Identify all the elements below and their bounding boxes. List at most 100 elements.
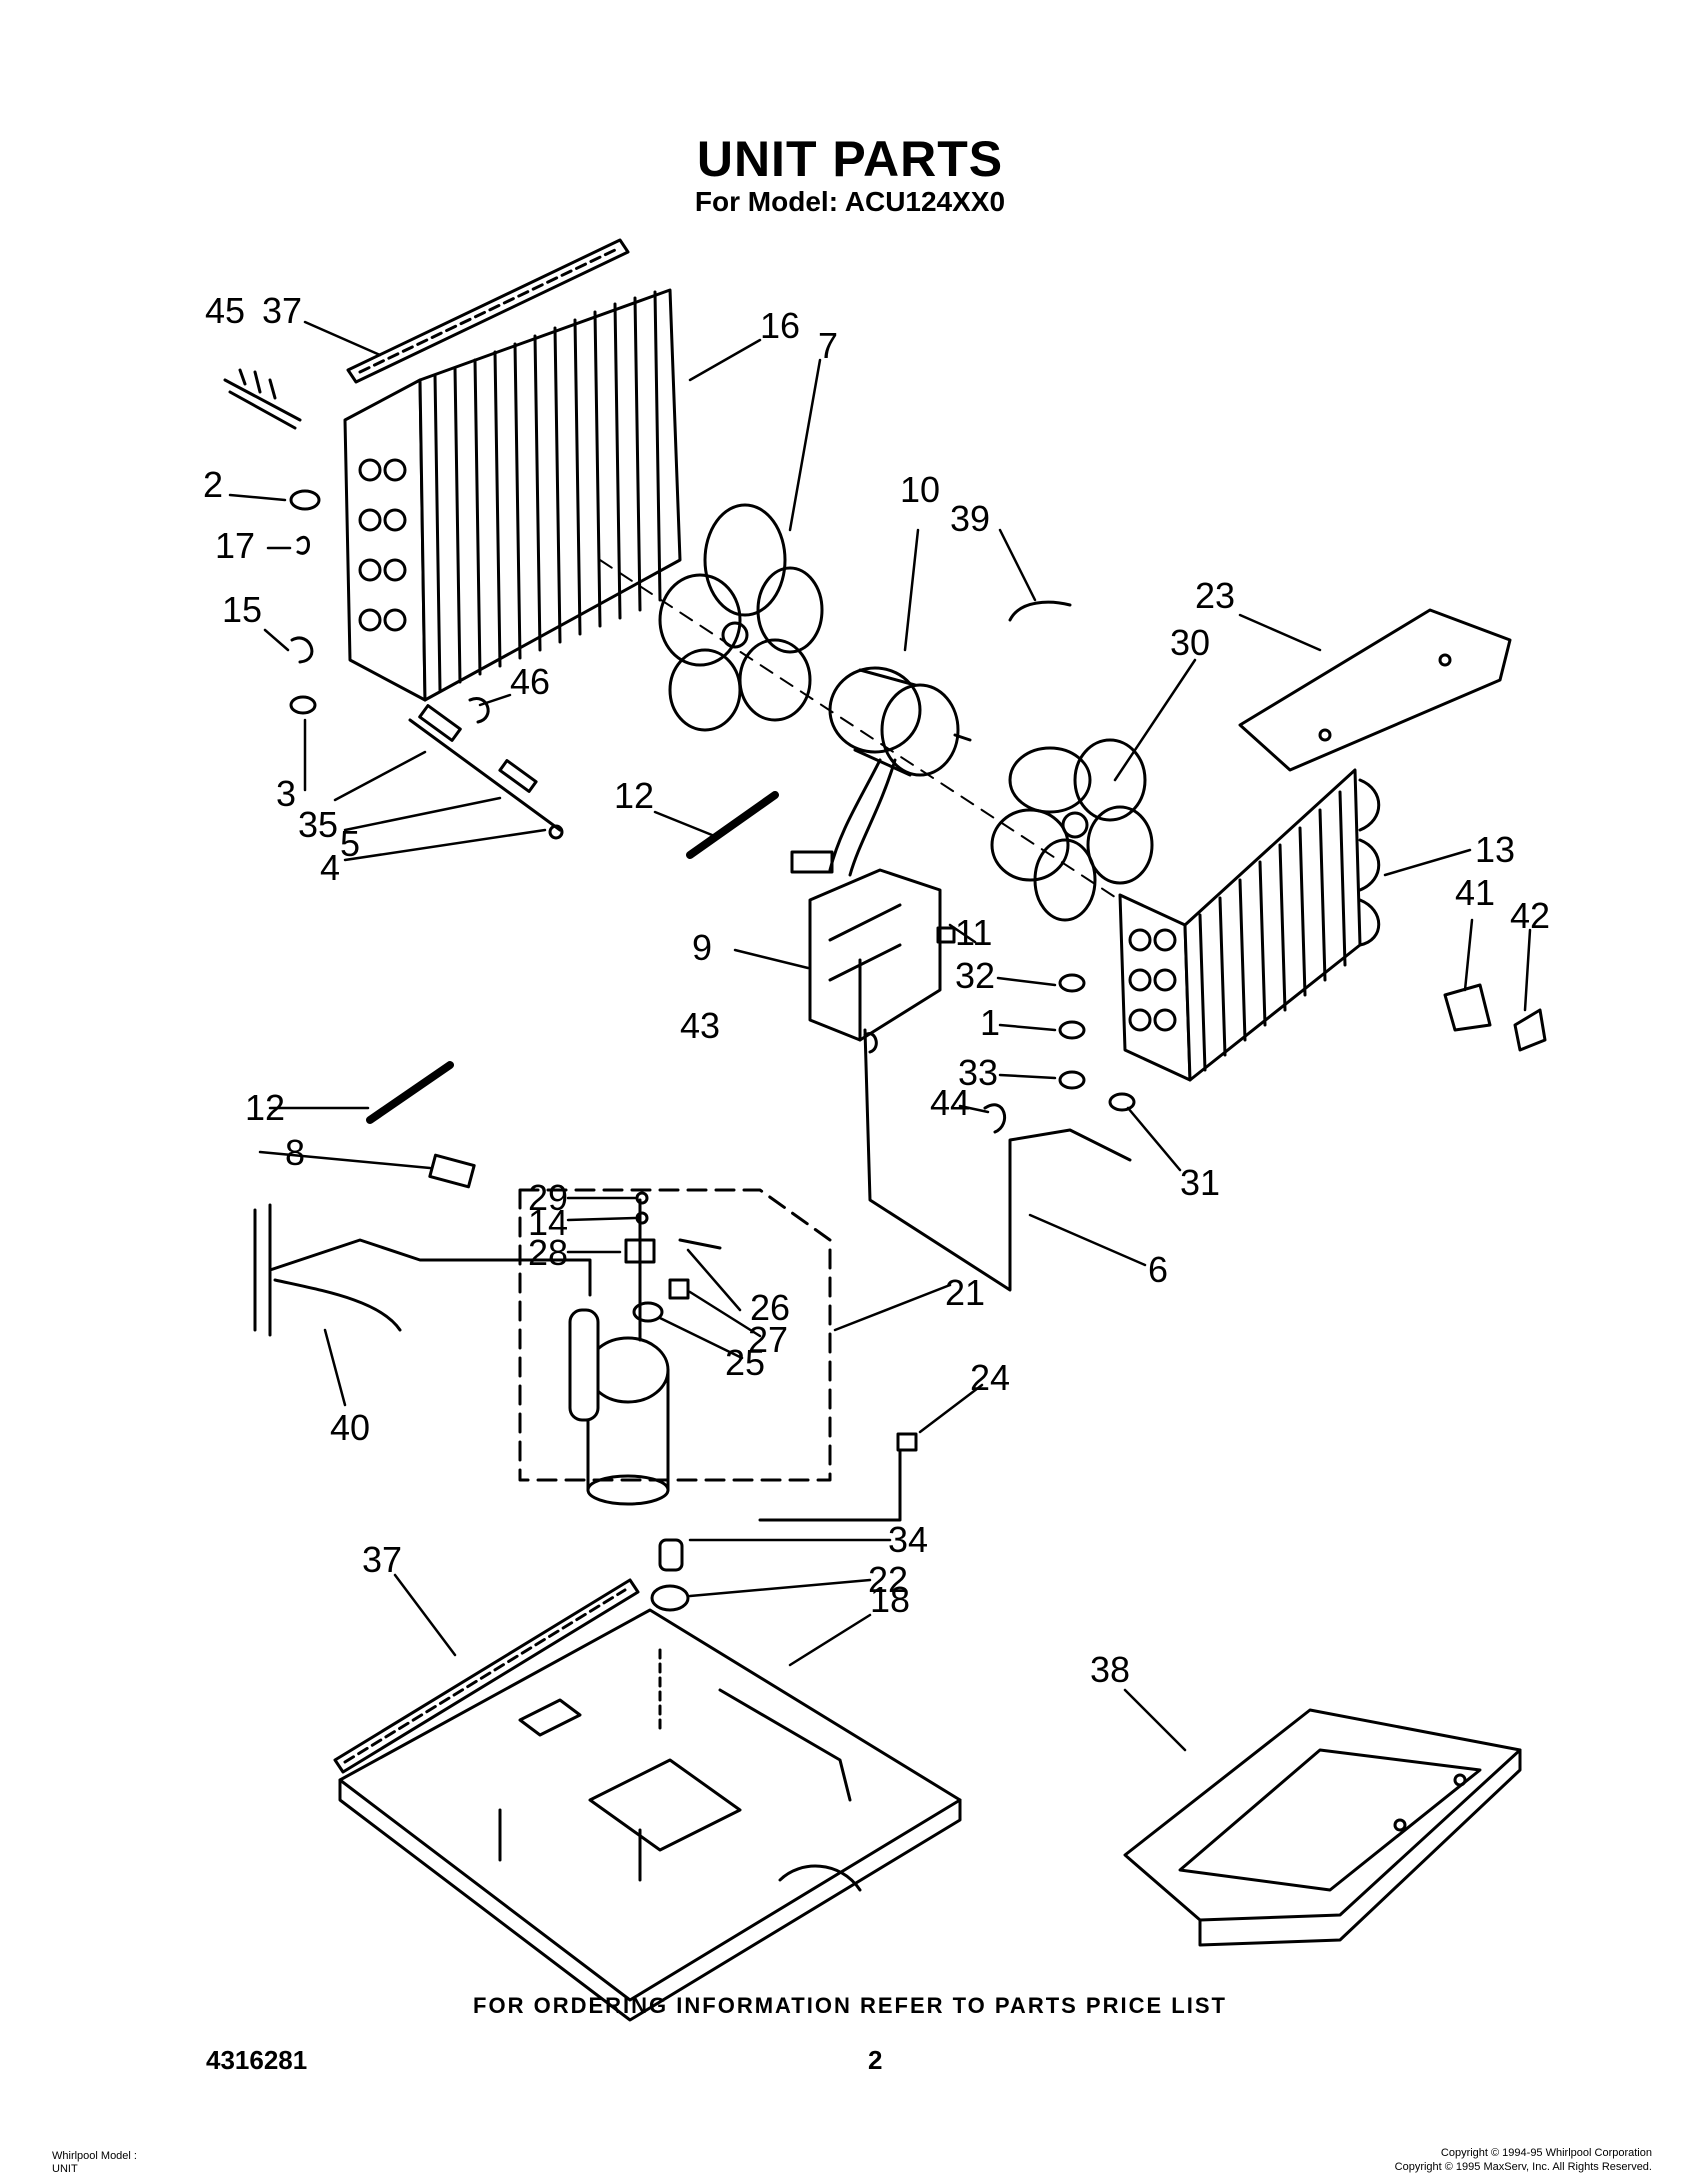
model-footer-line1: Whirlpool Model : bbox=[52, 2150, 137, 2162]
part-25 bbox=[632, 1301, 664, 1323]
page-number: 2 bbox=[868, 2045, 883, 2075]
part-43-clip bbox=[863, 1032, 878, 1054]
callout-23: 23 bbox=[1195, 575, 1235, 616]
callout-12-upper: 12 bbox=[614, 775, 654, 816]
part-3-fitting bbox=[289, 695, 317, 715]
part-32-grommet bbox=[1058, 973, 1086, 993]
callout-16: 16 bbox=[760, 305, 800, 346]
fan-motor bbox=[790, 666, 972, 877]
callout-33: 33 bbox=[958, 1052, 998, 1093]
copyright-line1: Copyright © 1994-95 Whirlpool Corporatio… bbox=[1440, 2147, 1652, 2159]
callout-40: 40 bbox=[330, 1407, 370, 1448]
callout-28: 28 bbox=[528, 1232, 568, 1273]
part-28 bbox=[624, 1238, 656, 1264]
evaporator-blower-wheel bbox=[990, 738, 1154, 922]
callout-25: 25 bbox=[725, 1342, 765, 1383]
thermostat-rod-assembly bbox=[408, 704, 564, 840]
part-46-clamp bbox=[468, 697, 490, 724]
callout-30: 30 bbox=[1170, 622, 1210, 663]
part-33-grommet bbox=[1058, 1070, 1086, 1090]
left-condenser-coil bbox=[343, 288, 682, 702]
callout-41: 41 bbox=[1455, 872, 1495, 913]
top-rail-strip bbox=[346, 238, 630, 384]
ordering-note: FOR ORDERING INFORMATION REFER TO PARTS … bbox=[473, 1993, 1227, 2018]
callout-14: 14 bbox=[528, 1202, 568, 1243]
callout-12-lower: 12 bbox=[245, 1087, 285, 1128]
part-34-sleeve bbox=[658, 1538, 684, 1572]
part-31-grommet bbox=[1108, 1092, 1136, 1112]
callout-44: 44 bbox=[930, 1082, 970, 1123]
callout-8: 8 bbox=[285, 1132, 305, 1173]
callout-4: 4 bbox=[320, 847, 340, 888]
callout-11: 11 bbox=[955, 912, 992, 953]
part-17-clamp bbox=[296, 536, 310, 555]
document-number: 4316281 bbox=[206, 2045, 308, 2075]
part-26 bbox=[678, 1238, 722, 1250]
model-subtitle: For Model: ACU124XX0 bbox=[694, 186, 1006, 217]
callout-32: 32 bbox=[955, 955, 995, 996]
callout-42: 42 bbox=[1510, 895, 1550, 936]
part-2-fitting bbox=[289, 489, 321, 511]
part-14 bbox=[635, 1211, 649, 1225]
condenser-fan-blade bbox=[658, 503, 824, 732]
part-41-bracket bbox=[1443, 983, 1492, 1032]
callout-18: 18 bbox=[870, 1579, 910, 1620]
callout-7: 7 bbox=[818, 325, 838, 366]
part-42-cap bbox=[1513, 1008, 1547, 1052]
callout-46: 46 bbox=[510, 661, 550, 702]
callout-37-bottom: 37 bbox=[362, 1539, 402, 1580]
callout-24: 24 bbox=[970, 1357, 1010, 1398]
copyright-line2: Copyright © 1995 MaxServ, Inc. All Right… bbox=[1394, 2161, 1652, 2173]
callout-37-top: 37 bbox=[262, 290, 302, 331]
page-title: UNIT PARTS bbox=[696, 131, 1004, 187]
part-22-mount bbox=[650, 1584, 690, 1612]
part-12-screw-lower bbox=[366, 1061, 454, 1124]
callout-45: 45 bbox=[205, 290, 245, 331]
model-footer-line2: UNIT bbox=[52, 2163, 78, 2175]
callout-6: 6 bbox=[1148, 1249, 1168, 1290]
callout-35: 35 bbox=[298, 804, 338, 845]
part-39-clip bbox=[1008, 600, 1072, 622]
part-6-tube bbox=[863, 1028, 1132, 1292]
callout-31: 31 bbox=[1180, 1162, 1220, 1203]
air-baffle-panel bbox=[1238, 608, 1512, 772]
callout-29: 29 bbox=[528, 1177, 568, 1218]
motor-mount-bracket bbox=[808, 868, 942, 1042]
compressor bbox=[568, 1198, 670, 1506]
model-footer: Whirlpool Model : UNIT bbox=[52, 2150, 137, 2176]
evaporator-coil bbox=[1118, 768, 1381, 1082]
part-24-nut bbox=[896, 1432, 918, 1452]
part-11-nut bbox=[936, 926, 956, 944]
part-45-clip bbox=[223, 368, 302, 430]
callout-38: 38 bbox=[1090, 1649, 1130, 1690]
callout-13: 13 bbox=[1475, 829, 1515, 870]
part-8-spring bbox=[428, 1153, 476, 1189]
part-40-heater-assembly bbox=[253, 1203, 592, 1337]
callout-21: 21 bbox=[945, 1272, 985, 1313]
callout-43: 43 bbox=[680, 1005, 720, 1046]
compressor-kit-outline bbox=[518, 1188, 832, 1482]
callout-2: 2 bbox=[203, 464, 223, 505]
part-44-clamp bbox=[983, 1103, 1006, 1134]
part-12-screw-upper bbox=[686, 791, 779, 859]
copyright-block: Copyright © 1994-95 Whirlpool Corporatio… bbox=[1395, 2146, 1652, 2174]
callout-9: 9 bbox=[692, 927, 712, 968]
callout-1: 1 bbox=[980, 1002, 1000, 1043]
callout-39: 39 bbox=[950, 498, 990, 539]
callout-15: 15 bbox=[222, 589, 262, 630]
callout-3: 3 bbox=[276, 773, 296, 814]
callout-22: 22 bbox=[868, 1559, 908, 1600]
callout-26: 26 bbox=[750, 1287, 790, 1328]
bottom-rail-strip bbox=[333, 1578, 640, 1774]
part-15-clamp bbox=[290, 636, 314, 664]
part-27 bbox=[668, 1278, 690, 1300]
base-pan bbox=[338, 1608, 962, 2022]
callout-17: 17 bbox=[215, 525, 255, 566]
drain-pan bbox=[1123, 1708, 1522, 1947]
callout-5: 5 bbox=[340, 823, 360, 864]
part-29 bbox=[635, 1191, 649, 1205]
callout-34: 34 bbox=[888, 1519, 928, 1560]
callout-10: 10 bbox=[900, 469, 940, 510]
callout-27: 27 bbox=[748, 1319, 788, 1360]
